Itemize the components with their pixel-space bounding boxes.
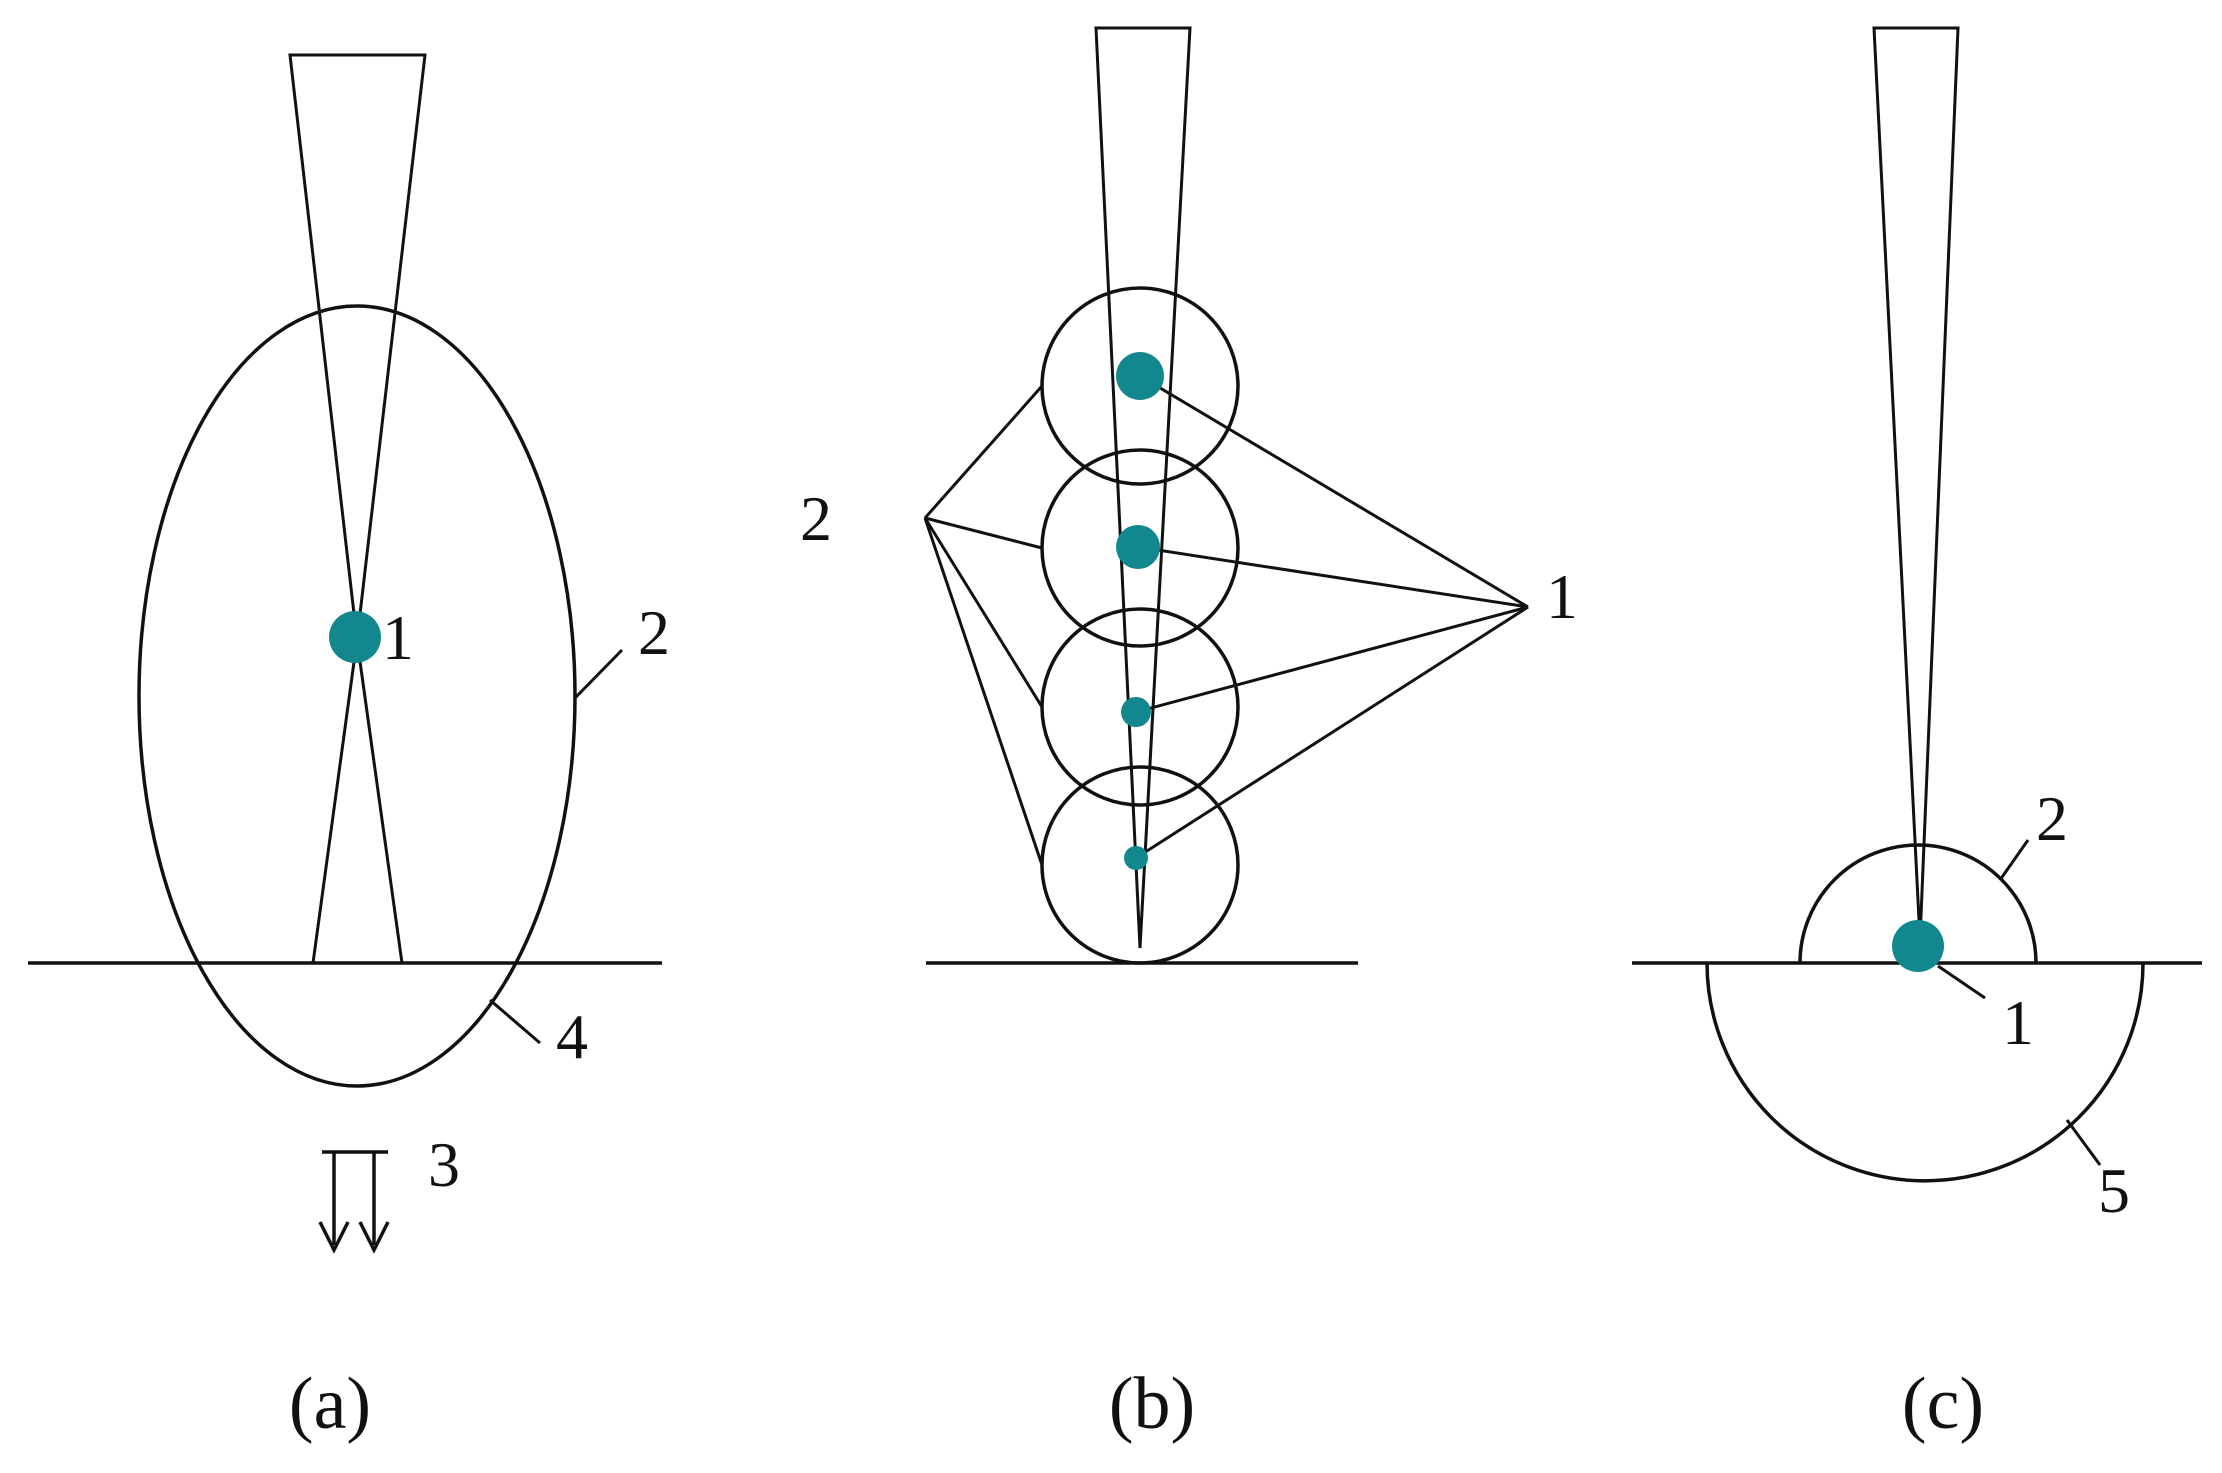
leader-line-4-a: [489, 998, 541, 1045]
label-1-c: 1: [2002, 987, 2034, 1058]
panel-b: 2 1 (b): [800, 26, 1578, 1445]
beam-upper-cone-a: [288, 53, 427, 641]
focus-dot-b-4: [1124, 846, 1148, 870]
leader-line-5-c: [2065, 1119, 2102, 1166]
caption-a: (a): [289, 1363, 371, 1445]
focus-dot-b-1: [1116, 352, 1164, 400]
label-3-a: 3: [428, 1129, 460, 1200]
label-4-a: 4: [556, 1001, 588, 1072]
beam-lower-cone-a: [311, 639, 404, 965]
leader-lines-1-b: [1135, 374, 1529, 860]
caption-b: (b): [1109, 1363, 1195, 1445]
focus-dot-c: [1892, 920, 1944, 972]
panel-c: 1 2 5 (c): [1632, 26, 2202, 1445]
panel-a: 1 2 4 3 (a): [28, 53, 670, 1445]
leader-lines-2-b: [923, 385, 1044, 866]
leader-line-1-c: [1937, 964, 1986, 1000]
focus-dot-a: [329, 611, 381, 663]
label-1-a: 1: [382, 602, 414, 673]
caption-c: (c): [1902, 1363, 1984, 1445]
semicircle-region-c: [1705, 962, 2145, 1183]
label-2-c: 2: [2036, 783, 2068, 854]
label-1-b: 1: [1546, 561, 1578, 632]
leader-line-2-a: [573, 648, 624, 700]
label-2-a: 2: [638, 597, 670, 668]
leader-line-2-c: [1998, 839, 2030, 881]
focus-dot-b-2: [1116, 525, 1160, 569]
arc-region-c: [1798, 843, 2038, 964]
label-5-c: 5: [2098, 1155, 2130, 1226]
beam-cone-c: [1872, 26, 1960, 941]
ellipse-region-a: [137, 304, 577, 1088]
beam-cone-b: [1094, 26, 1192, 949]
focus-dot-b-3: [1121, 697, 1151, 727]
arrows-icon: [318, 1150, 390, 1254]
label-2-b: 2: [800, 483, 832, 554]
